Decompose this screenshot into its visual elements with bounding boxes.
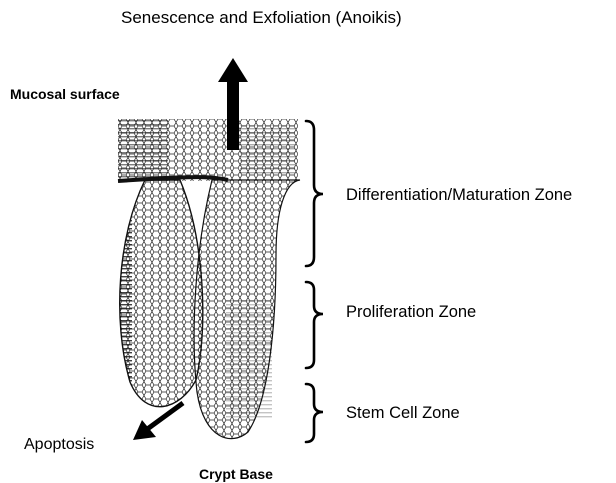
exfoliation-label: Senescence and Exfoliation (Anoikis) — [121, 8, 402, 28]
right-crypt — [194, 180, 300, 439]
brace-stem-cell — [306, 384, 323, 442]
mucosal-surface-label: Mucosal surface — [10, 86, 120, 102]
zone-label-differentiation: Differentiation/Maturation Zone — [346, 186, 572, 205]
crypt-base-label: Crypt Base — [199, 466, 273, 482]
left-crypt — [110, 180, 203, 410]
zone-label-stem-cell: Stem Cell Zone — [346, 404, 460, 423]
brace-differentiation — [306, 121, 323, 266]
apoptosis-label: Apoptosis — [24, 436, 94, 454]
brace-proliferation — [306, 282, 323, 368]
zone-label-proliferation: Proliferation Zone — [346, 303, 476, 322]
zone-braces — [306, 121, 323, 442]
apoptosis-arrow — [133, 403, 183, 440]
mucosal-surface-block — [118, 119, 298, 181]
